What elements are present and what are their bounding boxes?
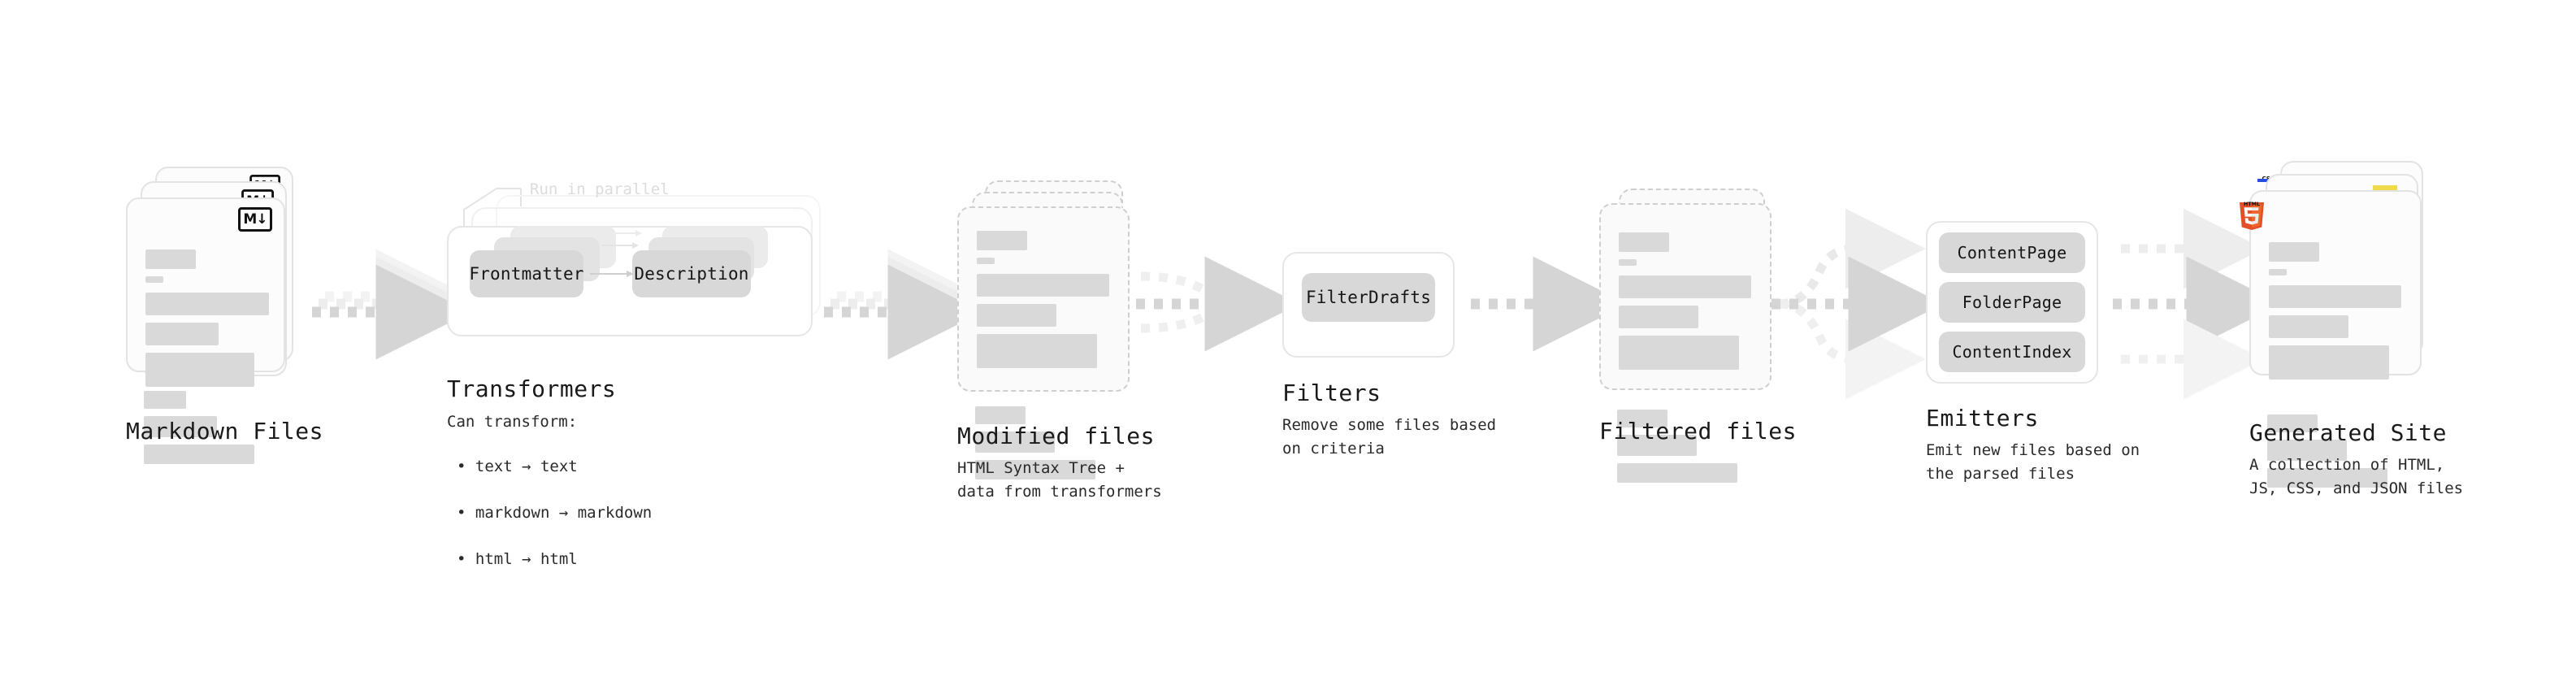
filters-subtitle: Remove some files based on criteria bbox=[1282, 416, 1497, 458]
site-card-skeleton-cont bbox=[2267, 414, 2413, 495]
bullet-dot: • bbox=[457, 549, 475, 568]
bullet-label: html → html bbox=[475, 549, 578, 568]
emitters-title: Emitters bbox=[1926, 405, 2039, 432]
filters-title: Filters bbox=[1282, 380, 1381, 406]
arrow-markdown-to-transformers bbox=[312, 249, 471, 360]
transformer-chip-description[interactable]: Description bbox=[632, 250, 751, 297]
site-card-skeleton bbox=[2269, 242, 2402, 387]
modified-card-front bbox=[957, 206, 1130, 392]
modified-card-skeleton bbox=[977, 231, 1110, 375]
filtered-card-skeleton-cont bbox=[1617, 410, 1763, 490]
transformer-bullet: • markdown → markdown bbox=[457, 478, 652, 524]
site-card-front-html: HTML bbox=[2239, 190, 2422, 380]
modified-files-subtitle: HTML Syntax Tree + data from transformer… bbox=[957, 459, 1162, 501]
transformer-inner-arrows bbox=[590, 230, 642, 277]
transformer-chip-frontmatter[interactable]: Frontmatter bbox=[469, 250, 583, 297]
markdown-files-title: Markdown Files bbox=[126, 418, 324, 445]
arrow-filtered-to-emitters bbox=[1772, 208, 1944, 400]
transformers-bullets: • text → text • markdown → markdown • ht… bbox=[457, 432, 652, 570]
generated-site-subtitle: A collection of HTML, JS, CSS, and JSON … bbox=[2249, 456, 2464, 497]
emitter-chip-contentindex[interactable]: ContentIndex bbox=[1939, 332, 2085, 372]
arrow-emitters-to-site bbox=[2113, 208, 2282, 400]
markdown-card-skeleton bbox=[145, 249, 269, 394]
run-in-parallel-label: Run in parallel bbox=[530, 180, 670, 198]
filtered-card-front bbox=[1599, 203, 1772, 390]
emitters-subtitle: Emit new files based on the parsed files bbox=[1926, 441, 2140, 483]
arrow-transformers-to-modified bbox=[824, 249, 983, 360]
html5-icon: HTML bbox=[2238, 200, 2266, 232]
modified-files-title: Modified files bbox=[957, 423, 1156, 449]
transformers-title: Transformers bbox=[447, 375, 617, 402]
emitter-chip-contentpage[interactable]: ContentPage bbox=[1939, 232, 2085, 273]
filter-chip-filterdrafts[interactable]: FilterDrafts bbox=[1302, 273, 1435, 322]
markdown-card-skeleton-cont bbox=[144, 391, 274, 471]
modified-card-skeleton-cont bbox=[975, 406, 1121, 487]
filtered-card-skeleton bbox=[1619, 232, 1752, 377]
generated-site-title: Generated Site bbox=[2249, 419, 2448, 446]
transformer-bullet: • text → text bbox=[457, 432, 652, 478]
emitter-chip-folderpage[interactable]: FolderPage bbox=[1939, 282, 2085, 323]
arrow-modified-to-filters bbox=[1136, 256, 1300, 352]
transformers-subtitle: Can transform: bbox=[447, 413, 578, 431]
filtered-files-title: Filtered files bbox=[1599, 418, 1798, 445]
bullet-dot: • bbox=[457, 503, 475, 522]
markdown-badge: M↓ bbox=[238, 207, 272, 232]
bullet-dot: • bbox=[457, 457, 475, 475]
transformer-bullet: • html → html bbox=[457, 524, 652, 570]
bullet-label: text → text bbox=[475, 457, 578, 475]
bullet-label: markdown → markdown bbox=[475, 503, 653, 522]
markdown-card-front: M↓ bbox=[126, 197, 285, 387]
svg-text:HTML: HTML bbox=[2244, 201, 2260, 207]
